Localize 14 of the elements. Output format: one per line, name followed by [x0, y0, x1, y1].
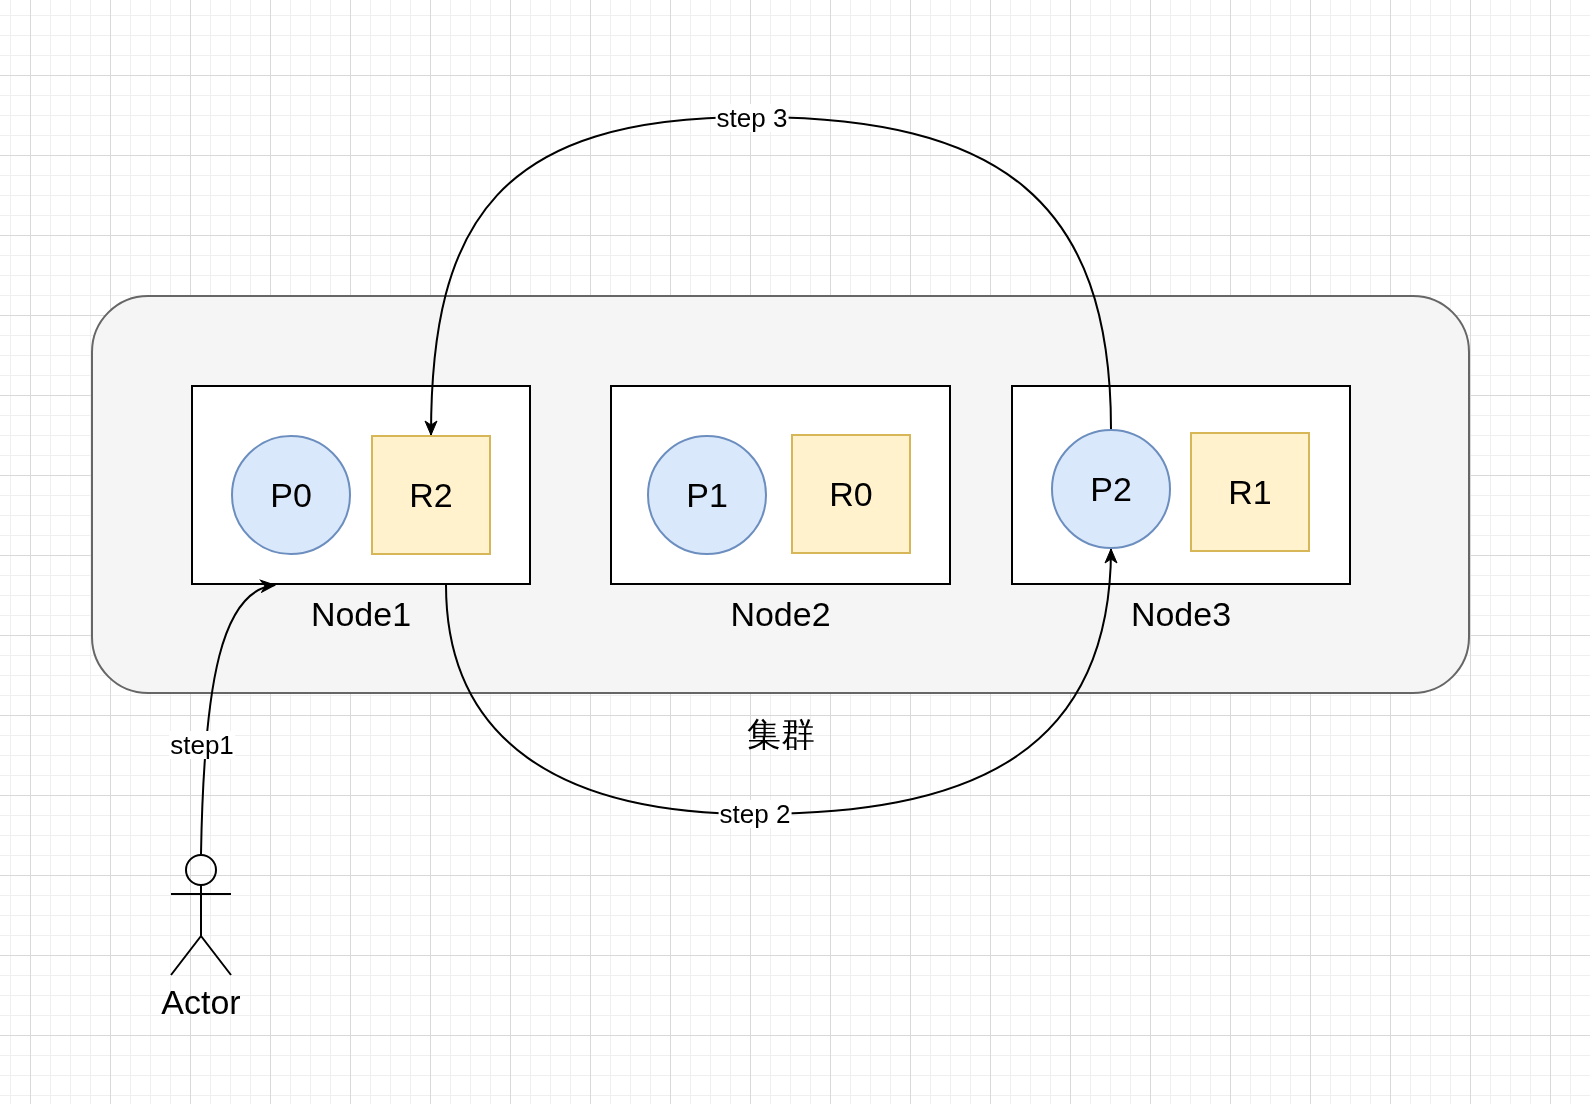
replica-shard: R0 — [791, 434, 911, 554]
replica-shard: R1 — [1190, 432, 1310, 552]
actor-label: Actor — [161, 982, 241, 1022]
cluster-label: 集群 — [746, 714, 815, 754]
node-label: Node2 — [730, 594, 831, 634]
connector-arrow — [200, 581, 276, 855]
edge-label: step 2 — [718, 800, 792, 828]
connector-arrow — [424, 116, 1112, 436]
node-label: Node1 — [310, 594, 412, 634]
replica-shard: R2 — [371, 435, 491, 555]
connector-arrow — [445, 548, 1117, 815]
node-label: Node3 — [1130, 594, 1232, 634]
edge-label: step1 — [169, 731, 235, 759]
edge-label: step 3 — [715, 104, 789, 132]
